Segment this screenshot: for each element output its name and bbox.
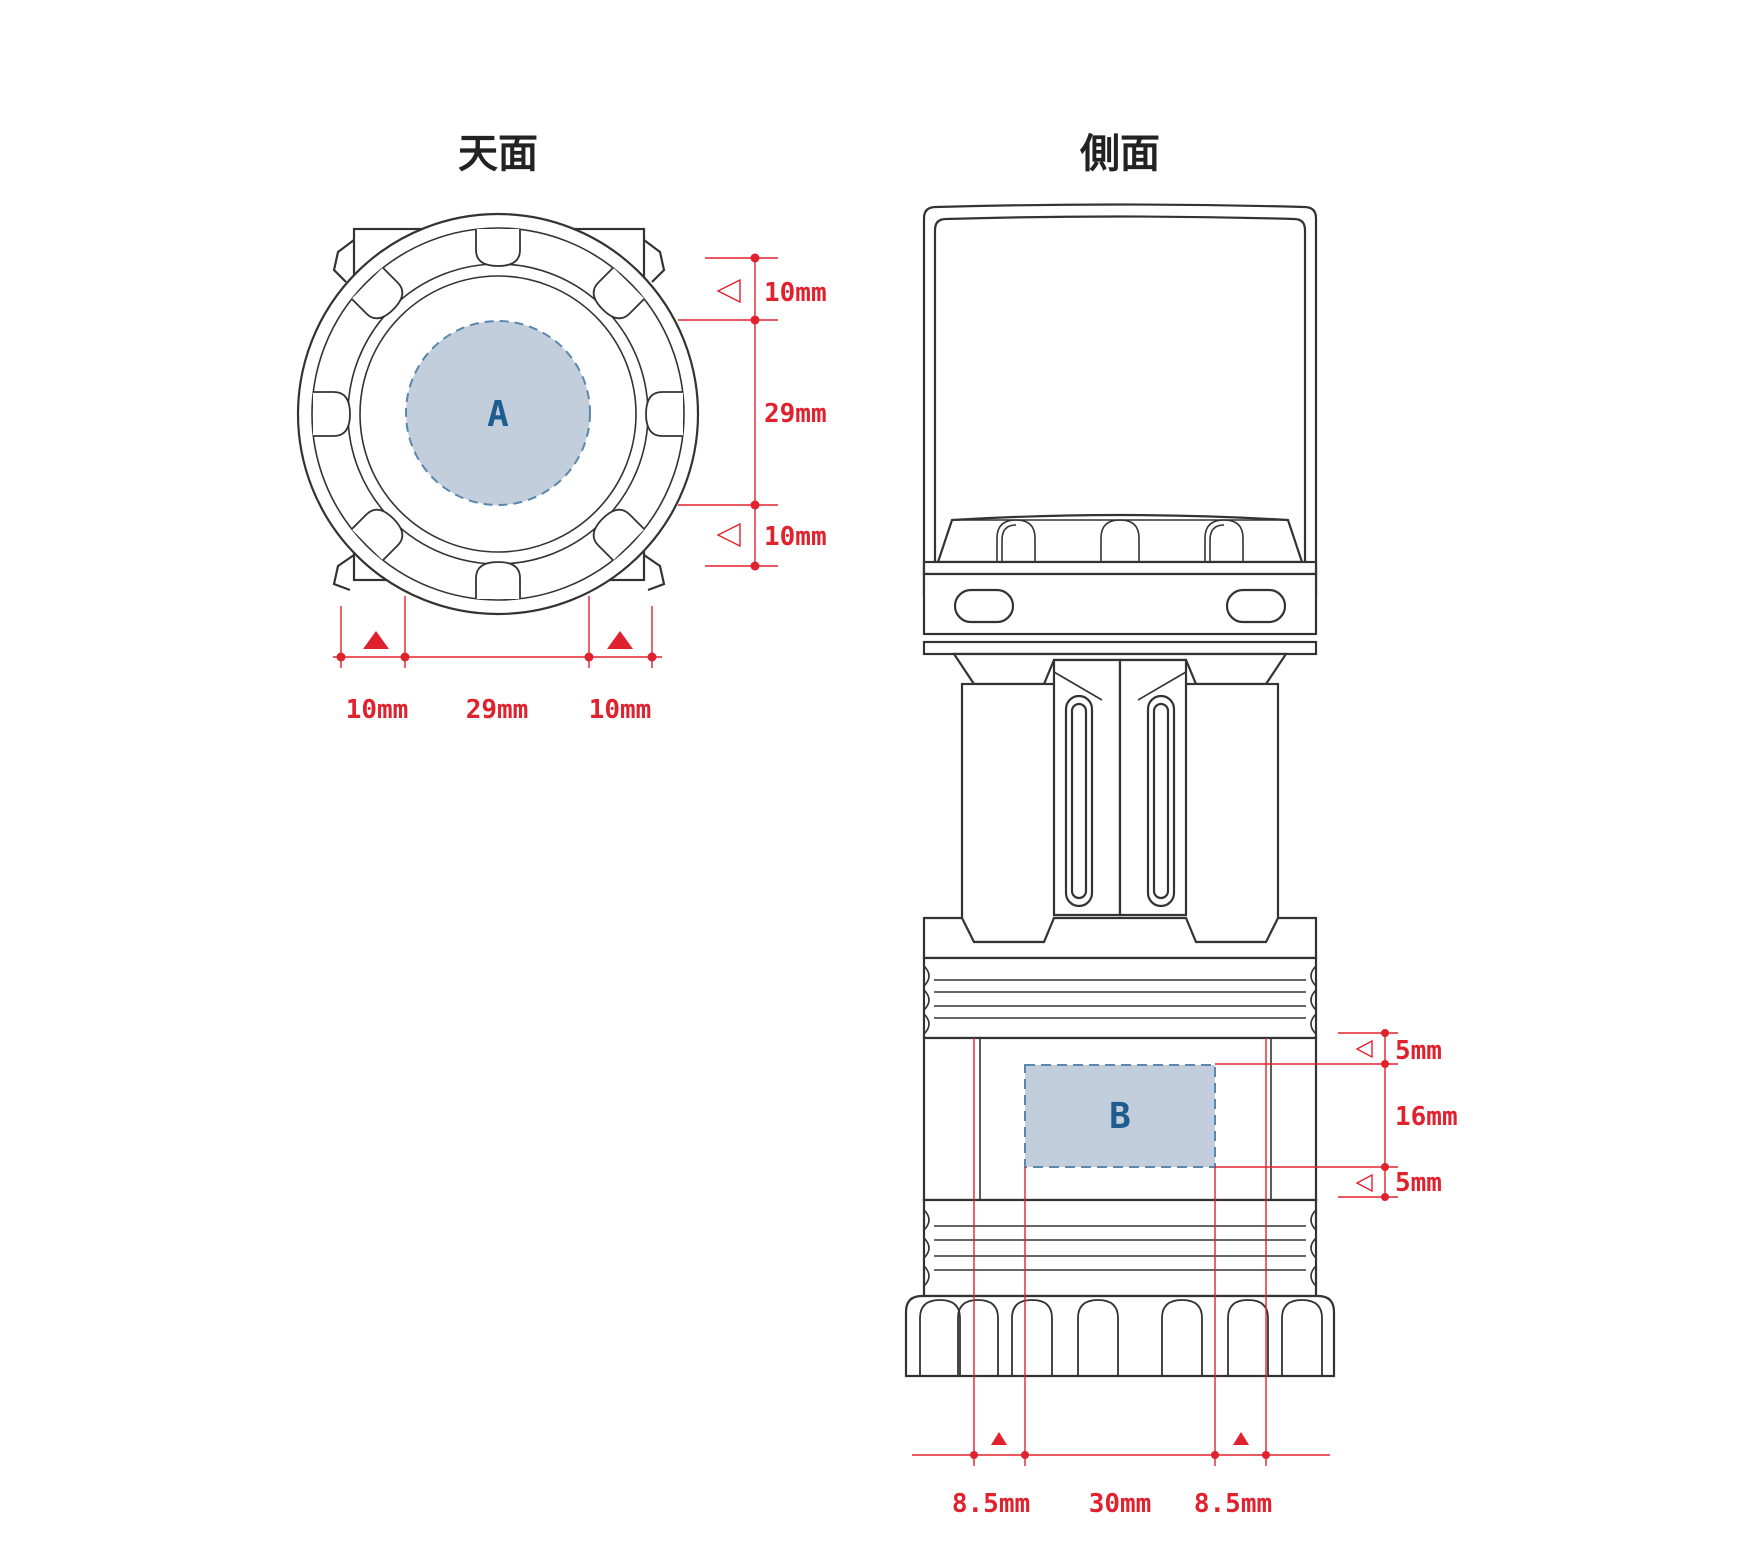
rim-notch [592, 266, 646, 320]
side-view-drawing: B [904, 203, 1336, 1378]
top-vdim-dot-2 [750, 315, 760, 325]
rim-notch [350, 266, 404, 320]
side-view-dimensions: 5mm 16mm 5mm 8.5mm 30mm 8.5mm [912, 1029, 1458, 1519]
side-hdim-label-3: 8.5mm [1194, 1489, 1272, 1519]
side-hdim-marker-1 [991, 1432, 1007, 1445]
top-vdim-marker-1 [716, 278, 741, 304]
rim-notch [645, 391, 683, 437]
side-vdim-marker-1 [1355, 1039, 1373, 1059]
side-vdim-label-3: 5mm [1395, 1168, 1442, 1198]
side-hdim-marker-2 [1233, 1432, 1249, 1445]
top-hdim-label-2: 29mm [466, 695, 529, 725]
top-hdim-label-1: 10mm [346, 695, 409, 725]
upper-band [922, 640, 1318, 656]
upper-groove-right-notches [1310, 965, 1317, 1035]
upper-groove-band [922, 956, 1318, 1040]
mid-slot-right [1146, 694, 1176, 908]
rim-notches [313, 229, 683, 599]
handle-outer [922, 203, 1318, 596]
rim-notch [350, 508, 404, 562]
base-rib [1011, 1299, 1053, 1376]
side-vdim-marker-2 [1355, 1173, 1373, 1193]
latch-top-left [332, 239, 355, 283]
collar-oval-left [953, 588, 1015, 624]
side-view-title: 側面 [1079, 131, 1160, 177]
top-hdim-label-3: 10mm [589, 695, 652, 725]
cap-notch-3-inner [1209, 524, 1225, 562]
top-vdim-label-2: 29mm [764, 399, 827, 429]
side-hdim-dot-2 [1021, 1451, 1029, 1459]
rim-notch [313, 391, 351, 437]
cap-notch-1 [996, 519, 1036, 562]
mid-bevel-left [1053, 671, 1103, 701]
top-vdim-label-1: 10mm [764, 278, 827, 308]
top-hdim-marker-2 [607, 631, 633, 649]
side-hdim-dot-1 [970, 1451, 978, 1459]
print-area-b [1024, 1064, 1216, 1168]
ring-4 [359, 275, 637, 553]
top-vdim-dot-4 [750, 561, 760, 571]
top-band [922, 560, 1318, 576]
mid-bevel-right [1137, 671, 1187, 701]
collar-oval-right [1225, 588, 1287, 624]
top-cap [936, 513, 1304, 564]
ring-2 [311, 227, 685, 601]
side-vdim-dot-2 [1381, 1060, 1389, 1068]
top-vdim-dot-3 [750, 500, 760, 510]
rim-notch [475, 561, 521, 599]
side-hdim-dot-3 [1211, 1451, 1219, 1459]
top-view-dimensions: 10mm 29mm 10mm 10mm 29mm 10mm [333, 253, 827, 725]
latch-bottom-left [332, 554, 355, 592]
base-rib [1161, 1299, 1203, 1376]
upper-groove-left-notches [923, 965, 930, 1035]
top-hdim-dot-2 [400, 652, 410, 662]
latch-top-right [643, 239, 666, 283]
side-vdim-label-2: 16mm [1395, 1102, 1458, 1132]
rim-notch [592, 508, 646, 562]
top-vdim-label-3: 10mm [764, 522, 827, 552]
print-area-a-label: A [487, 394, 509, 435]
side-vdim-dot-3 [1381, 1163, 1389, 1171]
top-hdim-dot-3 [584, 652, 594, 662]
base-rib [1227, 1299, 1269, 1376]
top-view-drawing: A [296, 212, 700, 616]
base-rib [1077, 1299, 1119, 1376]
top-vdim-marker-2 [716, 522, 741, 548]
top-hdim-marker-1 [363, 631, 389, 649]
side-hdim-label-2: 30mm [1089, 1489, 1152, 1519]
rim-notch [475, 229, 521, 267]
print-area-a [405, 320, 591, 506]
print-area-b-label: B [1109, 1096, 1131, 1137]
top-hdim-dot-4 [647, 652, 657, 662]
mid-slot-right-inner [1152, 702, 1170, 900]
base-rib [1281, 1299, 1323, 1376]
lower-groove-left-notches [923, 1209, 930, 1287]
mid-slot-left [1064, 694, 1094, 908]
side-hdim-dot-4 [1262, 1451, 1270, 1459]
side-vdim-label-1: 5mm [1395, 1036, 1442, 1066]
cap-notch-1-inner [1001, 524, 1017, 562]
base-rib [957, 1299, 999, 1376]
side-vdim-dot-1 [1381, 1029, 1389, 1037]
cap-notch-3 [1204, 519, 1244, 562]
side-vdim-dot-4 [1381, 1193, 1389, 1201]
latch-bottom-right [643, 554, 666, 592]
lower-groove-right-notches [1310, 1209, 1317, 1287]
top-view-title: 天面 [458, 131, 538, 177]
lower-groove-band [922, 1198, 1318, 1298]
handle-inner [933, 215, 1307, 590]
top-hdim-dot-1 [336, 652, 346, 662]
base [904, 1294, 1336, 1378]
side-hdim-label-1: 8.5mm [952, 1489, 1030, 1519]
base-ribs [919, 1299, 1323, 1376]
top-vdim-dot-1 [750, 253, 760, 263]
mid-slot-left-inner [1070, 702, 1088, 900]
cap-notch-2 [1100, 519, 1140, 562]
